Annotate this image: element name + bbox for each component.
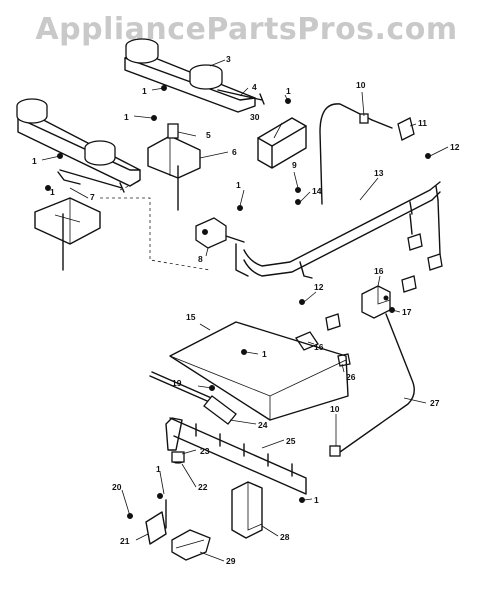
callout-14: 14 bbox=[312, 186, 322, 196]
callout-1-g: 1 bbox=[156, 464, 161, 474]
callout-26: 26 bbox=[346, 372, 356, 382]
callout-10-b: 10 bbox=[330, 404, 340, 414]
oven-burner-tube bbox=[165, 417, 307, 495]
callout-27: 27 bbox=[430, 398, 440, 408]
callout-labels: 3 4 1 1 5 6 1 7 1 30 9 14 10 11 12 13 1 … bbox=[32, 54, 460, 566]
callout-1-a: 1 bbox=[142, 86, 147, 96]
callout-20: 20 bbox=[112, 482, 122, 492]
callout-12-a: 12 bbox=[450, 142, 460, 152]
oven-valve bbox=[195, 217, 249, 277]
callout-15: 15 bbox=[186, 312, 196, 322]
tube-fitting bbox=[329, 445, 341, 457]
appliancepartspros-watermark: AppliancePartsPros.com bbox=[35, 12, 458, 47]
callout-21: 21 bbox=[120, 536, 130, 546]
callout-1-i: 1 bbox=[50, 187, 55, 197]
heat-shield-bracket bbox=[257, 117, 307, 169]
callout-13: 13 bbox=[374, 168, 384, 178]
callout-23: 23 bbox=[200, 446, 210, 456]
callout-17: 17 bbox=[402, 307, 412, 317]
callout-22: 22 bbox=[198, 482, 208, 492]
callout-6: 6 bbox=[232, 147, 237, 157]
callout-8: 8 bbox=[198, 254, 203, 264]
callout-5: 5 bbox=[206, 130, 211, 140]
callout-25: 25 bbox=[286, 436, 296, 446]
safety-valve bbox=[231, 481, 263, 539]
callout-4: 4 bbox=[252, 82, 257, 92]
callout-1-f: 1 bbox=[262, 349, 267, 359]
manifold-pipe bbox=[243, 181, 441, 279]
callout-12-b: 12 bbox=[314, 282, 324, 292]
oven-heat-shield bbox=[169, 321, 349, 421]
callout-30: 30 bbox=[250, 112, 260, 122]
callout-1-d: 1 bbox=[286, 86, 291, 96]
callout-1-e: 1 bbox=[236, 180, 241, 190]
callout-28: 28 bbox=[280, 532, 290, 542]
callout-19: 19 bbox=[172, 378, 182, 388]
callout-3: 3 bbox=[226, 54, 231, 64]
callout-7: 7 bbox=[90, 192, 95, 202]
callout-16-b: 16 bbox=[314, 342, 324, 352]
igniter-bracket bbox=[145, 499, 211, 561]
callout-29: 29 bbox=[226, 556, 236, 566]
oven-gas-tube bbox=[339, 313, 415, 453]
center-burner-assembly bbox=[124, 38, 265, 211]
leader-lines bbox=[41, 59, 449, 562]
igniter-assembly bbox=[149, 371, 237, 425]
burner-valves bbox=[325, 199, 443, 331]
pressure-regulator bbox=[361, 285, 391, 319]
callout-9: 9 bbox=[292, 160, 297, 170]
callout-10-a: 10 bbox=[356, 80, 366, 90]
callout-1-b: 1 bbox=[124, 112, 129, 122]
callout-16-a: 16 bbox=[374, 266, 384, 276]
left-burner-assembly bbox=[16, 98, 141, 271]
callout-1-h: 1 bbox=[314, 495, 319, 505]
callout-1-c: 1 bbox=[32, 156, 37, 166]
callout-11: 11 bbox=[418, 118, 427, 128]
callout-24: 24 bbox=[258, 420, 268, 430]
upper-gas-line bbox=[319, 103, 431, 205]
